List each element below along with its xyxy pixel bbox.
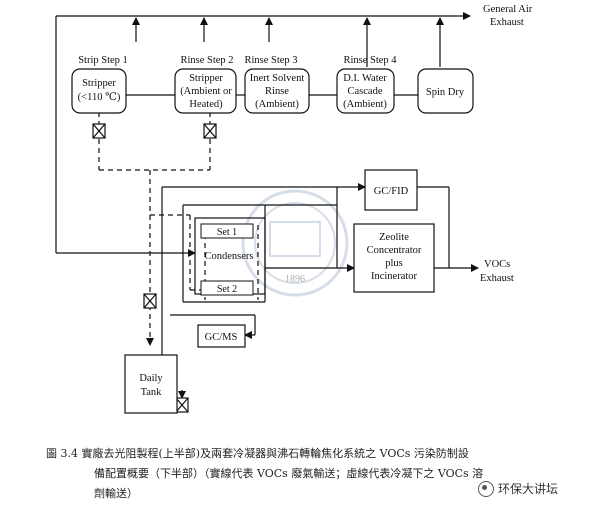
step-title: Rinse Step 2	[180, 55, 233, 66]
rinse-step-3: Rinse Step 3 Inert Solvent Rinse (Ambien…	[244, 55, 310, 114]
caption-line-3: 劑輸送）	[94, 487, 138, 500]
figure-caption: 圖 3.4 實廠去光阻製程(上半部)及兩套冷凝器與沸石轉輪焦化系統之 VOCs …	[46, 444, 566, 504]
caption-line-2: 備配置概要（下半部）（實線代表 VOCs 廢氣輸送；虛線代表冷凝下之 VOCs …	[94, 467, 484, 480]
condensers-label: Condensers	[205, 251, 254, 262]
step-line: Heated)	[189, 99, 223, 110]
step-title: Rinse Step 4	[343, 55, 397, 66]
spin-dry-box: Spin Dry	[417, 68, 474, 114]
condenser-set-2: Set 2	[217, 284, 237, 295]
watermark: 环保大讲坛	[478, 480, 558, 497]
vocs-label: VOCs	[484, 259, 510, 270]
valve-icon[interactable]	[203, 123, 217, 139]
gc-fid-box: GC/FID	[364, 169, 418, 211]
zeolite-line: Incinerator	[371, 271, 418, 282]
daily-tank-line: Daily	[139, 373, 163, 384]
university-seal-logo: 1896	[241, 189, 349, 297]
step-line: Rinse	[265, 86, 289, 97]
valve-icon[interactable]	[92, 123, 106, 139]
step-line: (<110 ℃)	[78, 92, 121, 103]
daily-tank-line: Tank	[141, 387, 163, 398]
strip-step-1: Strip Step 1 Stripper (<110 ℃)	[71, 55, 128, 114]
valve-icon[interactable]	[143, 293, 157, 309]
general-air-label: General Air	[483, 4, 533, 15]
vocs-exhaust-label: Exhaust	[480, 273, 514, 284]
rinse-step-4: Rinse Step 4 D.I. Water Cascade (Ambient…	[336, 55, 397, 114]
gc-ms-label: GC/MS	[205, 332, 238, 343]
step-line: Stripper	[82, 78, 116, 89]
valve-icon[interactable]	[175, 397, 189, 413]
process-flow-diagram: 1896	[55, 4, 533, 414]
seal-year: 1896	[285, 274, 305, 285]
condenser-set-1: Set 1	[217, 227, 237, 238]
zeolite-line: Zeolite	[379, 232, 409, 243]
gc-fid-label: GC/FID	[374, 186, 409, 197]
step-title: Rinse Step 3	[244, 55, 297, 66]
step-line: D.I. Water	[343, 73, 387, 84]
step-title: Strip Step 1	[78, 55, 128, 66]
condensers-block: Set 1 Condensers Set 2	[194, 217, 266, 296]
step-line: (Ambient)	[255, 99, 299, 110]
rinse-step-2: Rinse Step 2 Stripper (Ambient or Heated…	[174, 55, 237, 114]
step-line: Inert Solvent	[250, 73, 305, 84]
step-line: Stripper	[189, 73, 223, 84]
zeolite-line: plus	[385, 258, 403, 269]
watermark-icon	[478, 480, 494, 497]
watermark-text: 环保大讲坛	[498, 482, 559, 496]
daily-tank-box: Daily Tank	[124, 354, 178, 414]
zeolite-line: Concentrator	[367, 245, 422, 256]
caption-line-1: 圖 3.4 實廠去光阻製程(上半部)及兩套冷凝器與沸石轉輪焦化系統之 VOCs …	[46, 447, 469, 460]
spin-dry-label: Spin Dry	[426, 87, 465, 98]
gc-ms-box: GC/MS	[197, 324, 246, 348]
step-line: Cascade	[348, 86, 383, 97]
step-line: (Ambient or	[180, 86, 232, 97]
general-air-exhaust-label: Exhaust	[490, 17, 524, 28]
zeolite-incinerator-box: Zeolite Concentrator plus Incinerator	[353, 223, 435, 293]
step-line: (Ambient)	[343, 99, 387, 110]
